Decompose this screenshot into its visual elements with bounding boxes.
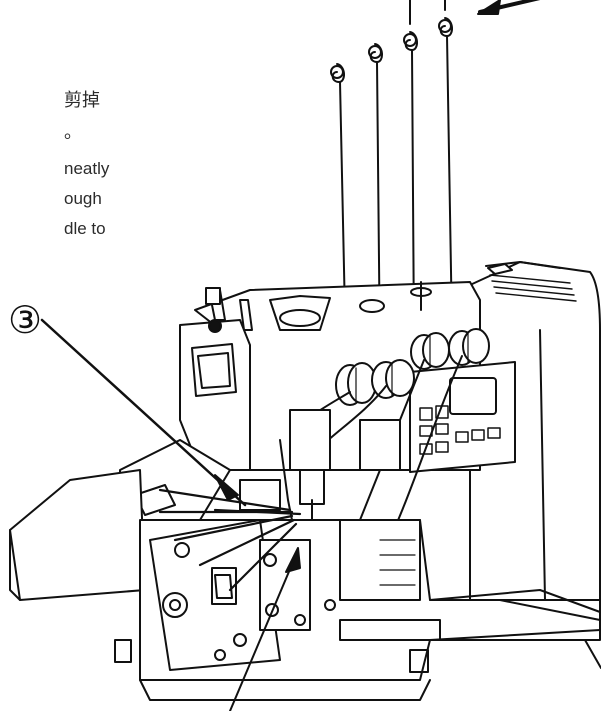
arrow-head-icon (477, 0, 501, 15)
thread-guide-icon (330, 17, 453, 83)
english-text-line-1: neatly (64, 159, 110, 178)
chinese-text-line-2: 。 (64, 122, 82, 143)
english-text-line-2: ough (64, 189, 102, 208)
english-text-line-3: dle to (64, 219, 106, 238)
chinese-text-line-1: 剪掉 (64, 90, 100, 111)
callout-marker-3: ③ (7, 298, 43, 342)
